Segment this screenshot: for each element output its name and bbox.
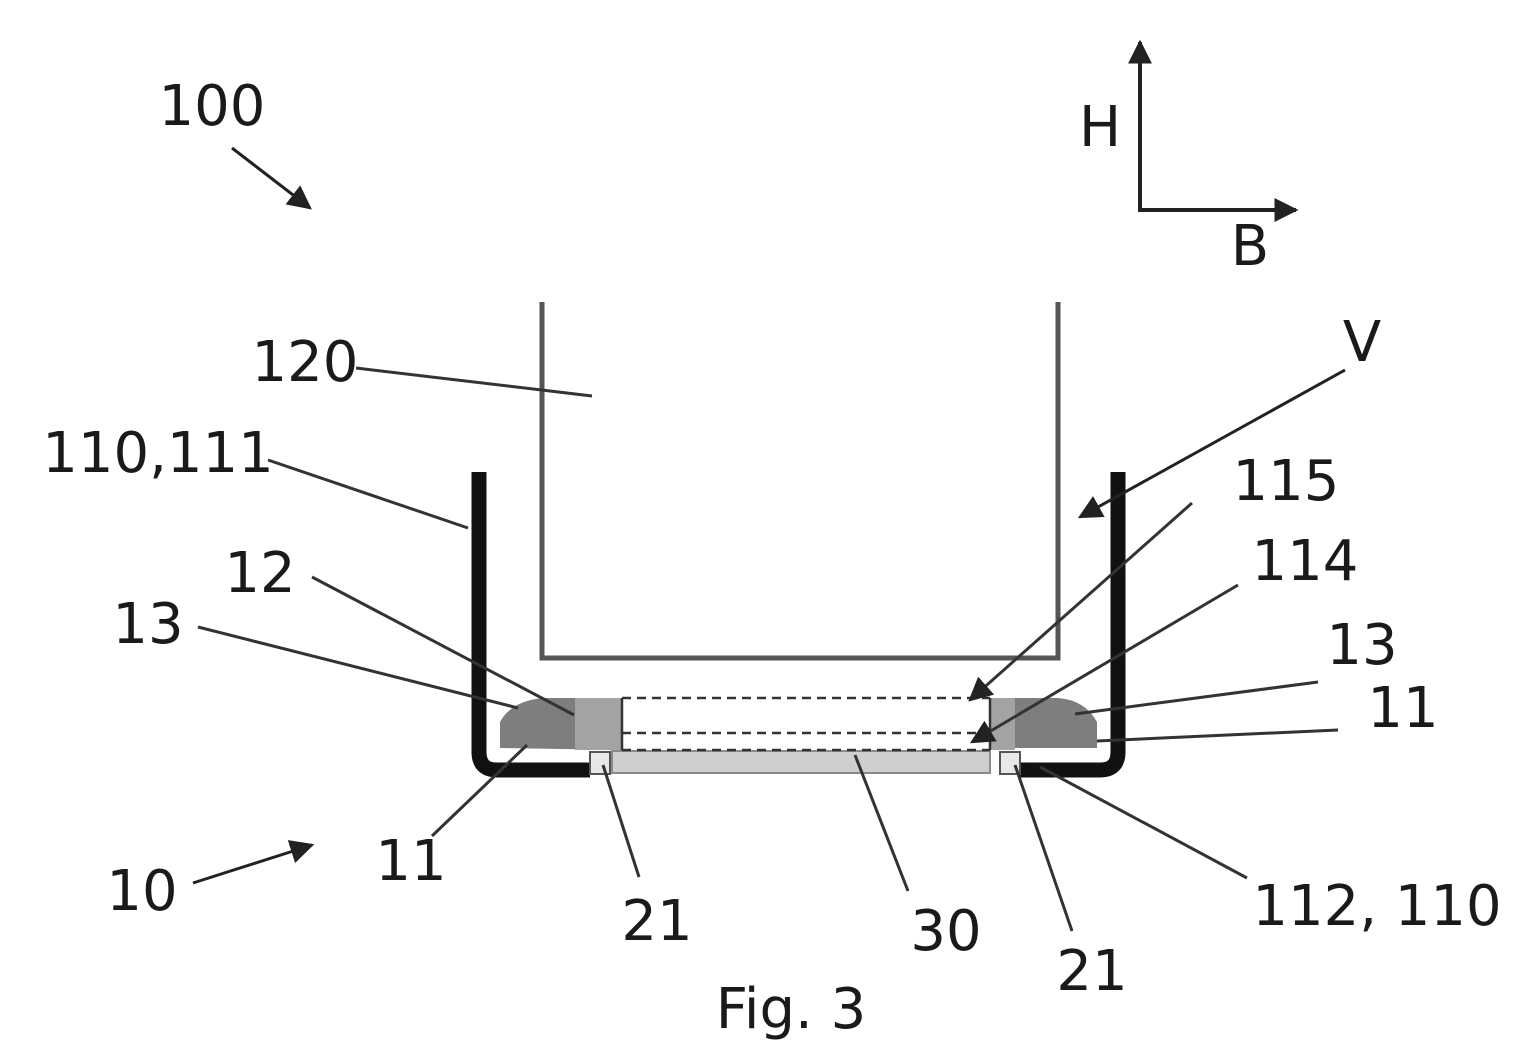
label-direction-v: V — [1343, 310, 1381, 375]
assembly-arrow — [232, 148, 310, 208]
leader-21-right — [1015, 765, 1072, 931]
leader-110-111 — [268, 460, 468, 528]
leader-115 — [970, 503, 1192, 700]
label-bottom-112: 112, 110 — [1252, 874, 1501, 939]
leader-lines — [198, 368, 1338, 931]
leader-13-left — [198, 627, 518, 708]
leader-11-right — [1097, 730, 1338, 741]
axis-indicator: H B — [1079, 42, 1296, 279]
base-arrow — [193, 845, 312, 883]
leader-12 — [312, 577, 574, 715]
label-foot-left-11: 11 — [375, 829, 446, 894]
label-layer-115: 115 — [1233, 449, 1340, 514]
axis-h-label: H — [1079, 95, 1121, 160]
label-tube: 120 — [252, 330, 359, 395]
dashed-layers — [622, 698, 990, 750]
left-seal-block — [575, 698, 622, 750]
label-foot-right-11: 11 — [1367, 676, 1438, 741]
gap-left — [590, 752, 610, 774]
label-gap-left-21: 21 — [621, 889, 692, 954]
label-membrane-30: 30 — [910, 899, 981, 964]
figure-caption: Fig. 3 — [716, 977, 866, 1042]
inner-tube — [542, 302, 1058, 658]
leader-30 — [855, 755, 908, 891]
label-assembly: 100 — [159, 74, 266, 139]
leader-120 — [356, 368, 592, 396]
label-bead-left-13: 13 — [112, 592, 183, 657]
leader-21-left — [603, 765, 639, 877]
label-layer-114: 114 — [1252, 529, 1359, 594]
reference-labels: 100 120 V 110,111 115 114 12 13 13 11 11… — [42, 74, 1501, 1004]
axis-b-label: B — [1231, 214, 1269, 279]
label-bead-right-13: 13 — [1326, 613, 1397, 678]
membrane — [612, 751, 990, 773]
label-gap-right-21: 21 — [1056, 939, 1127, 1004]
label-housing: 110,111 — [42, 421, 274, 486]
label-seal-left-12: 12 — [224, 541, 295, 606]
leader-112-110 — [1040, 767, 1247, 878]
label-base-10: 10 — [106, 859, 177, 924]
